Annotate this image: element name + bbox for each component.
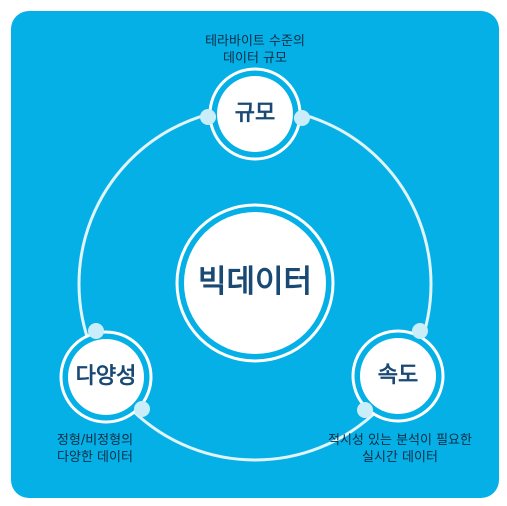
variety-caption-line: 정형/비정형의 [56,433,134,448]
speed-caption-line: 실시간 데이터 [362,450,438,465]
ring-dot [294,110,310,126]
variety-caption-line: 다양한 데이터 [57,450,133,465]
scale-node-circle [217,76,293,152]
speed-caption: 적시성 있는 분석이 필요한 실시간 데이터 [310,432,490,466]
speed-node-circle [360,338,436,414]
center-label: 빅데이터 [197,264,313,300]
ring-dot [200,109,216,125]
ring-dot [357,402,373,418]
speed-label: 속도 [377,363,419,388]
scale-caption: 테라바이트 수준의 데이터 규모 [175,33,335,67]
scale-label: 규모 [234,101,276,126]
scale-caption-line: 데이터 규모 [223,51,287,66]
scale-caption-line: 테라바이트 수준의 [205,34,305,49]
variety-label: 다양성 [75,364,137,389]
ring-dot [88,323,104,339]
ring-dot [134,401,150,417]
center-circle [184,212,326,354]
variety-node-circle [68,339,144,415]
center-circle-outer-ring [175,203,335,363]
speed-caption-line: 적시성 있는 분석이 필요한 [328,433,472,448]
ring-dot [412,323,428,339]
variety-caption: 정형/비정형의 다양한 데이터 [30,432,160,466]
